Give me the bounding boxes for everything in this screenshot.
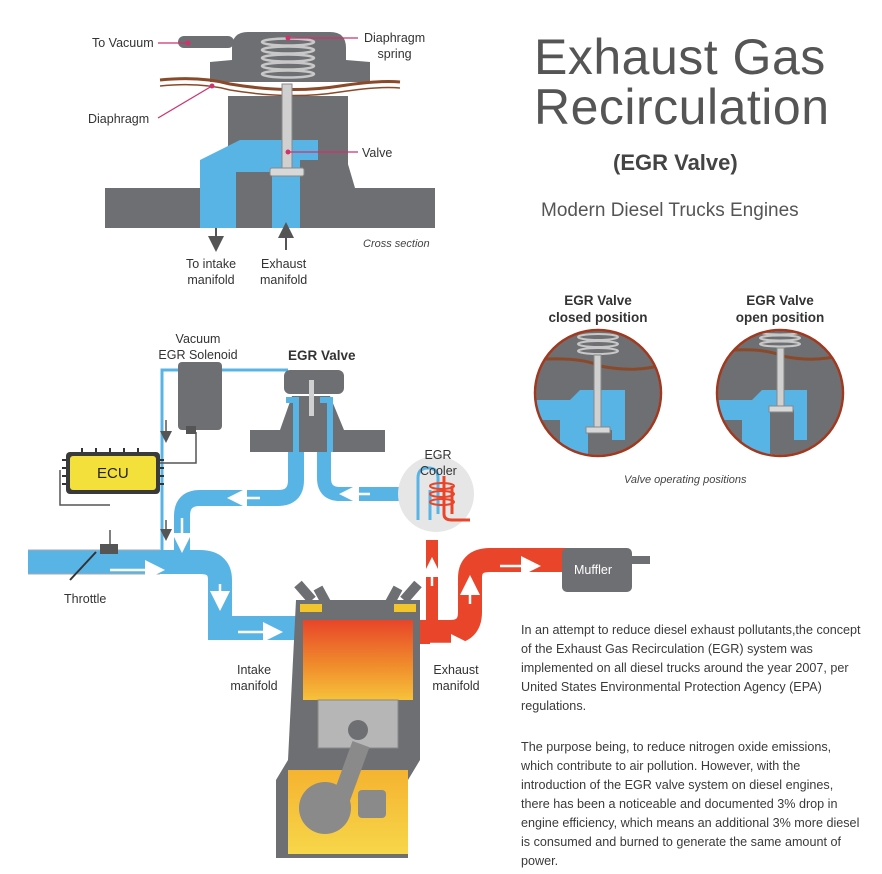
subtitle: (EGR Valve): [613, 150, 738, 175]
label-open-position: EGR Valve open position: [722, 293, 838, 327]
label-exhaust-line1: Exhaust: [433, 663, 479, 677]
label-intake-line2: manifold: [230, 678, 278, 693]
paragraph-1: In an attempt to reduce diesel exhaust p…: [521, 623, 861, 713]
label-exhaust-manifold-top-line2: manifold: [260, 272, 308, 287]
label-closed-position: EGR Valve closed position: [540, 293, 656, 327]
label-exhaust-manifold-top: Exhaust manifold: [260, 257, 307, 288]
label-open-line1: EGR Valve: [746, 293, 814, 308]
label-exhaust-manifold-top-line1: Exhaust: [261, 257, 307, 271]
label-egr-cooler: EGR Cooler: [420, 448, 457, 479]
label-diaphragm-spring: Diaphragm spring: [364, 31, 425, 62]
valve-open-diagram: [715, 328, 845, 458]
valve-closed-diagram: [533, 328, 663, 458]
label-closed-line2: closed position: [548, 309, 648, 325]
label-to-vacuum: To Vacuum: [92, 36, 154, 50]
label-diaphragm-spring-line2: spring: [377, 46, 412, 61]
label-exhaust-manifold: Exhaust manifold: [428, 663, 484, 694]
label-egr-valve: EGR Valve: [288, 348, 356, 363]
label-to-intake-line1: To intake: [186, 257, 237, 271]
label-vacuum-solenoid: Vacuum EGR Solenoid: [150, 332, 246, 363]
label-diaphragm-spring-line1: Diaphragm: [364, 31, 426, 45]
label-diaphragm: Diaphragm: [88, 112, 150, 126]
caption-valve-positions: Valve operating positions: [624, 474, 747, 486]
label-exhaust-line2: manifold: [432, 678, 480, 693]
title-line-2: Recirculation: [534, 79, 830, 135]
label-open-line2: open position: [735, 309, 825, 325]
cross-section-valve: [105, 32, 435, 252]
label-ecu: ECU: [97, 465, 129, 482]
label-egr-cooler-line2: Cooler: [420, 463, 457, 478]
label-closed-line1: EGR Valve: [564, 293, 632, 308]
label-vacuum-solenoid-line1: Vacuum: [175, 332, 221, 346]
paragraph-2: The purpose being, to reduce nitrogen ox…: [521, 740, 860, 868]
label-throttle: Throttle: [64, 592, 107, 606]
tagline: Modern Diesel Trucks Engines: [541, 200, 799, 221]
label-to-intake-line2: manifold: [187, 272, 235, 287]
label-egr-cooler-line1: EGR: [424, 448, 452, 462]
caption-cross-section: Cross section: [363, 238, 430, 250]
label-muffler: Muffler: [574, 563, 612, 577]
title-line-1: Exhaust Gas: [534, 29, 826, 85]
label-valve: Valve: [362, 146, 393, 160]
system-diagram: [28, 362, 650, 858]
label-intake-manifold: Intake manifold: [226, 663, 282, 694]
label-vacuum-solenoid-line2: EGR Solenoid: [158, 347, 238, 362]
label-to-intake-manifold: To intake manifold: [186, 257, 236, 288]
label-intake-line1: Intake: [236, 663, 272, 677]
